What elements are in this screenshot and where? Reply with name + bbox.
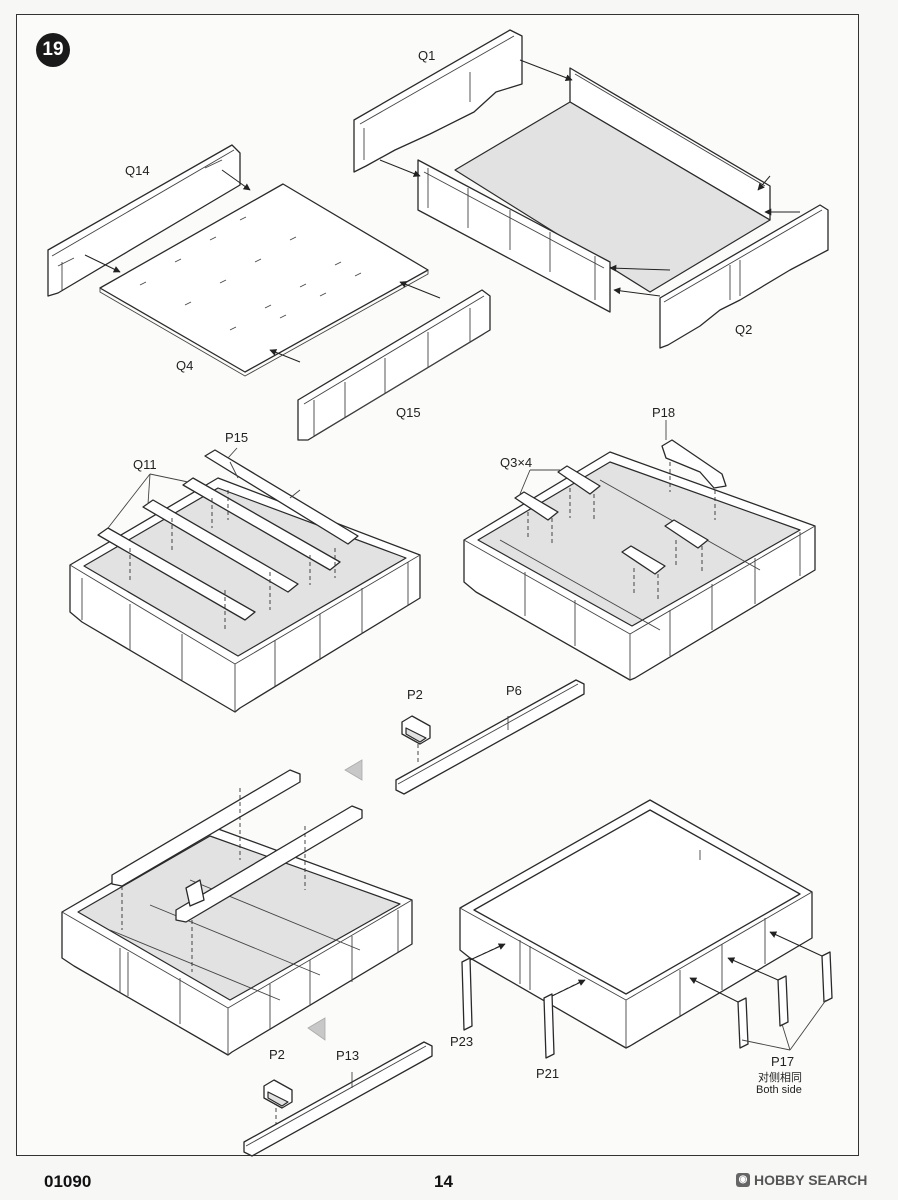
part-q3-c xyxy=(621,545,666,575)
kit-number: 01090 xyxy=(44,1172,92,1191)
part-q3-b xyxy=(557,465,601,495)
part-q2 xyxy=(659,204,829,349)
part-p17-a xyxy=(737,997,749,1049)
label-q14: Q14 xyxy=(125,163,150,178)
label-p2-upper: P2 xyxy=(407,687,423,702)
part-p21 xyxy=(543,993,555,1059)
part-p13 xyxy=(243,1041,433,1157)
label-p15: P15 xyxy=(225,430,249,445)
part-rail-upper xyxy=(111,769,301,887)
label-q15: Q15 xyxy=(396,405,421,420)
part-q15 xyxy=(297,289,491,441)
part-q11-a xyxy=(97,527,256,621)
camera-icon: ◉ xyxy=(736,1173,750,1187)
label-p6: P6 xyxy=(506,683,522,698)
label-p21: P21 xyxy=(536,1066,560,1081)
page-number: 14 xyxy=(434,1172,453,1191)
assembly-q11-p15 xyxy=(69,447,421,713)
assembly-q3-p18 xyxy=(463,420,816,681)
part-p17-c xyxy=(821,951,833,1003)
assembly-stakes xyxy=(459,799,833,1059)
note-p17-cn: 对侧相同 xyxy=(758,1072,802,1084)
step-number-badge: 19 xyxy=(36,33,70,67)
assembly-q4-floor xyxy=(47,144,491,441)
assembly-p6-rail xyxy=(344,679,585,795)
label-p17: P17 xyxy=(771,1054,795,1069)
assembly-p13-rail xyxy=(243,1041,433,1157)
assembly-rails xyxy=(61,769,413,1056)
label-q2: Q2 xyxy=(735,322,753,337)
watermark: ◉ HOBBY SEARCH xyxy=(736,1172,867,1188)
part-p18 xyxy=(661,439,727,489)
note-p17-en: Both side xyxy=(756,1084,802,1096)
label-p13: P13 xyxy=(336,1048,360,1063)
part-q11-c xyxy=(182,477,341,571)
part-q11-b xyxy=(142,499,299,593)
part-q1 xyxy=(353,29,523,173)
part-q3-d xyxy=(664,519,709,549)
label-p18: P18 xyxy=(652,405,676,420)
part-p15-upper xyxy=(204,449,359,545)
label-q11: Q11 xyxy=(133,457,157,472)
label-q3: Q3×4 xyxy=(500,455,533,470)
watermark-text: HOBBY SEARCH xyxy=(754,1172,868,1188)
label-q1: Q1 xyxy=(418,48,436,63)
part-p23 xyxy=(461,957,473,1031)
part-q14 xyxy=(47,144,241,297)
part-p17-b xyxy=(777,975,789,1027)
part-p6 xyxy=(395,679,585,795)
assembly-bed-body xyxy=(353,29,829,349)
label-p23: P23 xyxy=(450,1034,474,1049)
part-q3-a xyxy=(514,491,559,521)
label-q4: Q4 xyxy=(176,358,194,373)
part-rail-lower xyxy=(175,805,363,923)
label-p2-lower: P2 xyxy=(269,1047,285,1062)
